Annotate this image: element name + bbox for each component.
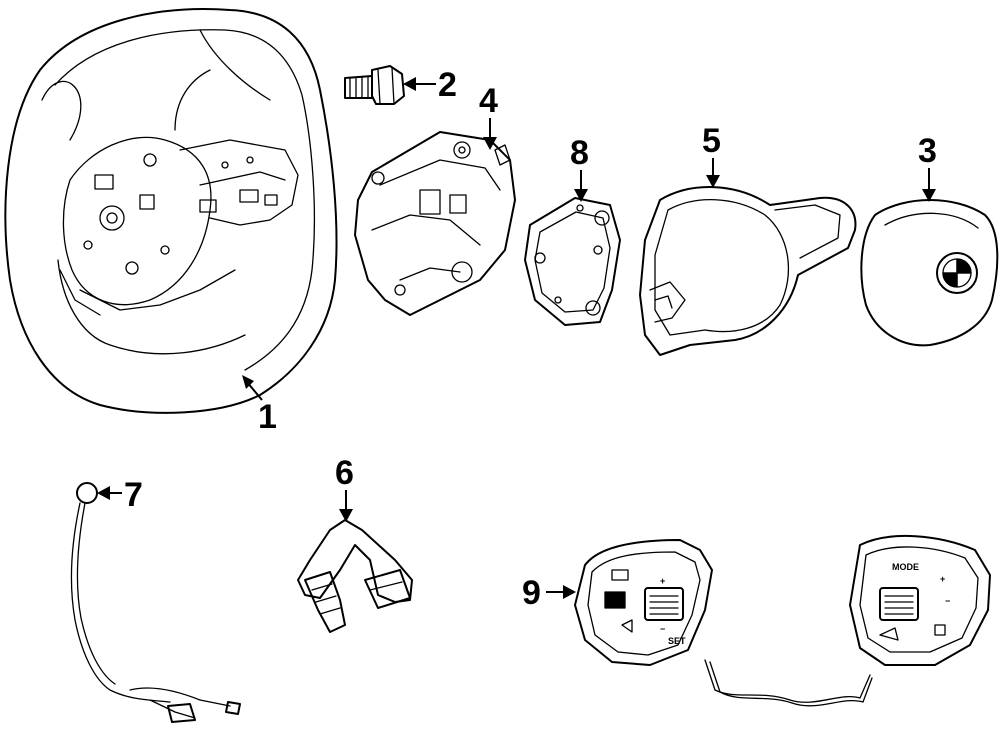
- harness-part: [297, 519, 413, 633]
- steering-wheel-part: [4, 8, 338, 414]
- callout-2: 2: [403, 66, 457, 104]
- callout-label-1: 1: [258, 398, 277, 436]
- callout-6: 6: [335, 454, 354, 522]
- callout-label-7: 7: [124, 476, 143, 514]
- callout-label-8: 8: [570, 134, 589, 172]
- cover-part: [639, 186, 857, 356]
- bolt-part: [344, 65, 405, 105]
- callout-label-6: 6: [335, 454, 354, 492]
- callout-label-2: 2: [438, 66, 457, 104]
- left-minus-label: −: [660, 624, 665, 634]
- left-plus-label: +: [660, 576, 665, 586]
- callout-3: 3: [918, 132, 937, 202]
- callout-label-9: 9: [522, 574, 541, 612]
- callout-7: 7: [97, 476, 143, 514]
- cable-part: [70, 482, 241, 723]
- plate-part: [524, 197, 621, 326]
- callout-label-3: 3: [918, 132, 937, 170]
- callout-5: 5: [702, 122, 721, 188]
- callout-4: 4: [479, 82, 498, 150]
- housing-part: [354, 131, 516, 316]
- switch-cluster-part: + − SET MODE + −: [574, 534, 991, 707]
- callout-8: 8: [570, 134, 589, 202]
- airbag-part: [860, 199, 999, 347]
- callout-1: 1: [242, 375, 277, 436]
- right-minus-label: −: [945, 596, 950, 606]
- set-button-label: SET: [668, 636, 686, 646]
- right-plus-label: +: [940, 574, 945, 584]
- callout-label-4: 4: [479, 82, 498, 120]
- mode-button-label: MODE: [892, 562, 919, 572]
- callout-label-5: 5: [702, 122, 721, 160]
- callout-9: 9: [522, 574, 576, 612]
